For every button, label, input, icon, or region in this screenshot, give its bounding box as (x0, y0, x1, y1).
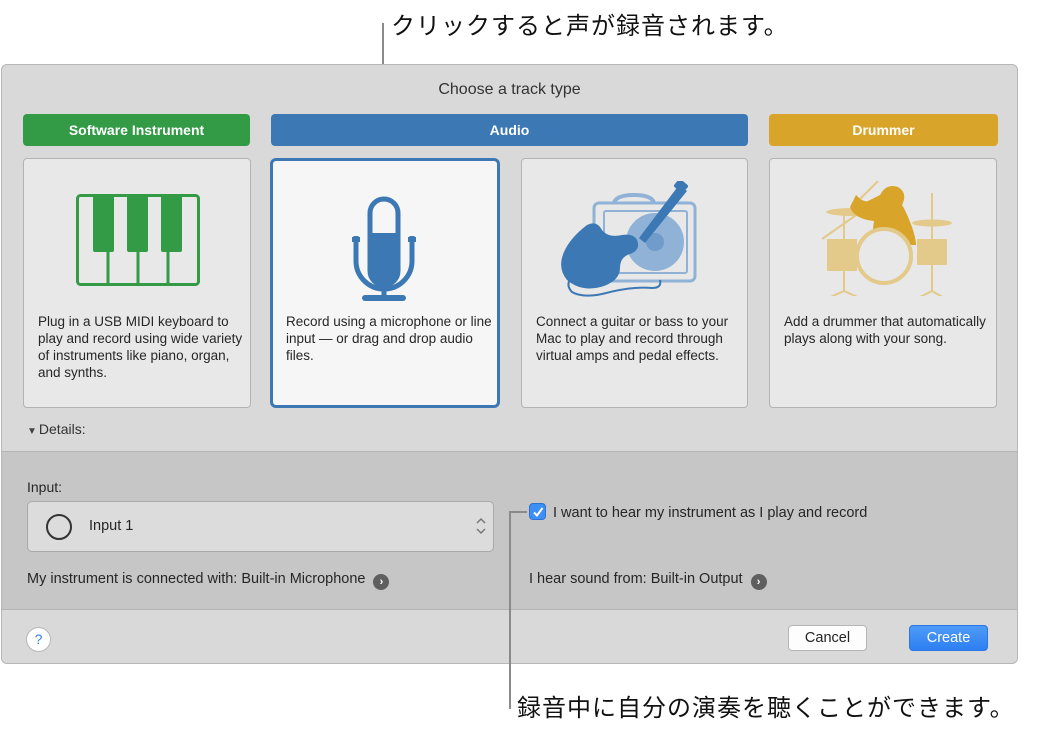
card-audio-guitar[interactable]: Connect a guitar or bass to your Mac to … (521, 158, 748, 408)
microphone-icon (352, 196, 416, 301)
card-software-instrument[interactable]: Plug in a USB MIDI keyboard to play and … (23, 158, 251, 408)
input-select[interactable]: Input 1 (27, 501, 494, 552)
details-disclosure-toggle[interactable]: ▼Details: (27, 421, 86, 437)
tab-software-instrument[interactable]: Software Instrument (23, 114, 250, 146)
disclosure-triangle-icon: ▼ (27, 426, 37, 437)
card-description: Plug in a USB MIDI keyboard to play and … (38, 314, 243, 380)
tab-audio[interactable]: Audio (271, 114, 748, 146)
callout-line-bottom-h (509, 511, 527, 513)
connection-arrow-icon[interactable]: › (373, 574, 390, 590)
monitor-checkbox-label: I want to hear my instrument as I play a… (553, 505, 868, 521)
piano-keyboard-icon (76, 194, 200, 286)
details-label: Details: (38, 421, 86, 437)
annotation-top: クリックすると声が録音されます。 (391, 12, 789, 40)
instrument-connection: My instrument is connected with: Built-i… (27, 571, 390, 590)
connection-text: My instrument is connected with: Built-i… (27, 571, 366, 587)
guitar-amp-icon (561, 181, 697, 297)
details-panel: Input: Input 1 My instrument is connecte… (2, 451, 1017, 610)
card-audio-microphone[interactable]: Record using a microphone or line input … (270, 158, 500, 408)
input-ring-icon (46, 514, 72, 540)
output-device: I hear sound from: Built-in Output › (529, 571, 767, 590)
checkmark-icon (533, 507, 544, 518)
output-text: I hear sound from: Built-in Output (529, 571, 743, 587)
input-select-value: Input 1 (89, 518, 134, 534)
drummer-icon (822, 181, 952, 296)
card-description: Add a drummer that automatically plays a… (784, 314, 986, 346)
dialog-title: Choose a track type (438, 81, 581, 98)
input-label: Input: (27, 479, 63, 495)
annotation-bottom: 録音中に自分の演奏を聴くことができます。 (517, 694, 1015, 722)
monitor-checkbox-row[interactable]: I want to hear my instrument as I play a… (529, 503, 867, 521)
card-drummer[interactable]: Add a drummer that automatically plays a… (769, 158, 997, 408)
help-button[interactable]: ? (26, 627, 51, 652)
cancel-button[interactable]: Cancel (788, 625, 867, 651)
card-description: Record using a microphone or line input … (286, 314, 492, 363)
callout-line-bottom-v (509, 511, 511, 709)
updown-chevron-icon (476, 517, 486, 535)
card-description: Connect a guitar or bass to your Mac to … (536, 314, 729, 363)
output-arrow-icon[interactable]: › (750, 574, 767, 590)
tab-drummer[interactable]: Drummer (769, 114, 998, 146)
monitor-checkbox[interactable] (529, 503, 546, 520)
create-button[interactable]: Create (909, 625, 988, 651)
